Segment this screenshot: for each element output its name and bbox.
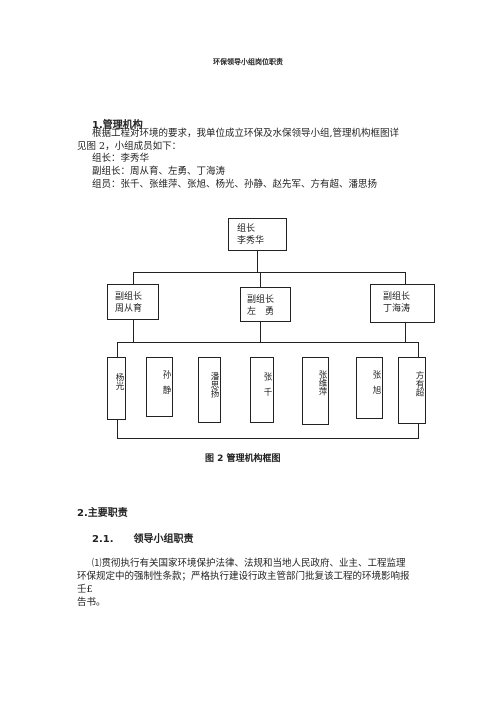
section-1-para-line-1: 根据工程对环境的要求，我单位成立环保及水保领导小组,管理机构框图详 xyxy=(92,128,400,139)
connector-deputy-2-down xyxy=(260,322,261,342)
connector-deputies-bus xyxy=(133,272,405,273)
deputy-1-name: 周从育 xyxy=(115,304,143,314)
deputy-box-3: 副组长 丁海涛 xyxy=(370,284,435,323)
member-box-7: 方有超 xyxy=(398,357,426,424)
connector-deputy-3-down xyxy=(405,323,406,342)
section-2-para-line-1: ⑴贯彻执行有关国家环境保护法律、法规和当地人民政府、业主、工程监理 xyxy=(92,558,406,569)
section-1-para-line-2: 见图 2，小组成员如下： xyxy=(77,141,182,152)
deputy-3-role: 副组长 xyxy=(383,292,411,302)
member-box-5: 张维萍 xyxy=(302,357,329,425)
section-2-1-heading: 2.1. 领导小组职责 xyxy=(92,534,194,545)
deputy-2-role: 副组长 xyxy=(247,295,275,305)
connector-deputy-1-down xyxy=(133,320,134,342)
member-box-3: 潘思扬 xyxy=(198,357,221,423)
connector-deputy-3 xyxy=(405,272,406,284)
deputy-line: 副组长：周从育、左勇、丁海涛 xyxy=(92,166,226,177)
section-2-heading: 2.主要职责 xyxy=(77,508,128,519)
connector-deputy-2 xyxy=(260,272,261,287)
leader-box: 组长 李秀华 xyxy=(228,218,287,251)
leader-line: 组长：李秀华 xyxy=(92,153,150,164)
deputy-box-2: 副组长 左 勇 xyxy=(240,287,291,322)
connector-leader-down xyxy=(257,251,258,272)
section-1-heading: 1.管理机构 xyxy=(92,120,143,131)
leader-name: 李秀华 xyxy=(237,236,265,246)
connector-members-bus-bottom xyxy=(117,438,419,439)
deputy-1-role: 副组长 xyxy=(115,292,143,302)
member-box-1: 杨光 xyxy=(107,357,126,420)
chart-caption: 图 2 管理机构框图 xyxy=(205,454,281,464)
connector-deputy-1 xyxy=(133,272,134,284)
members-line: 组员：张千、张维萍、张旭、杨光、孙静、赵先军、方有超、潘思扬 xyxy=(92,179,378,190)
connector-members-bus-top xyxy=(117,342,419,343)
deputy-box-1: 副组长 周从育 xyxy=(107,284,159,320)
member-box-4: 张千 xyxy=(250,357,274,423)
section-2-para-line-4: 告书。 xyxy=(77,597,106,608)
member-box-6: 张旭 xyxy=(356,357,383,419)
deputy-2-name: 左 勇 xyxy=(247,307,275,317)
deputy-3-name: 丁海涛 xyxy=(383,304,411,314)
section-2-para-line-3: 壬£ xyxy=(77,584,93,595)
section-2-para-line-2: 环保规定中的强制性条款；严格执行建设行政主管部门批复该工程的环境影响报 xyxy=(77,571,410,582)
leader-role: 组长 xyxy=(237,224,256,234)
doc-title: 环保领导小组岗位职责 xyxy=(213,58,283,66)
member-box-2: 孙静 xyxy=(146,357,173,417)
